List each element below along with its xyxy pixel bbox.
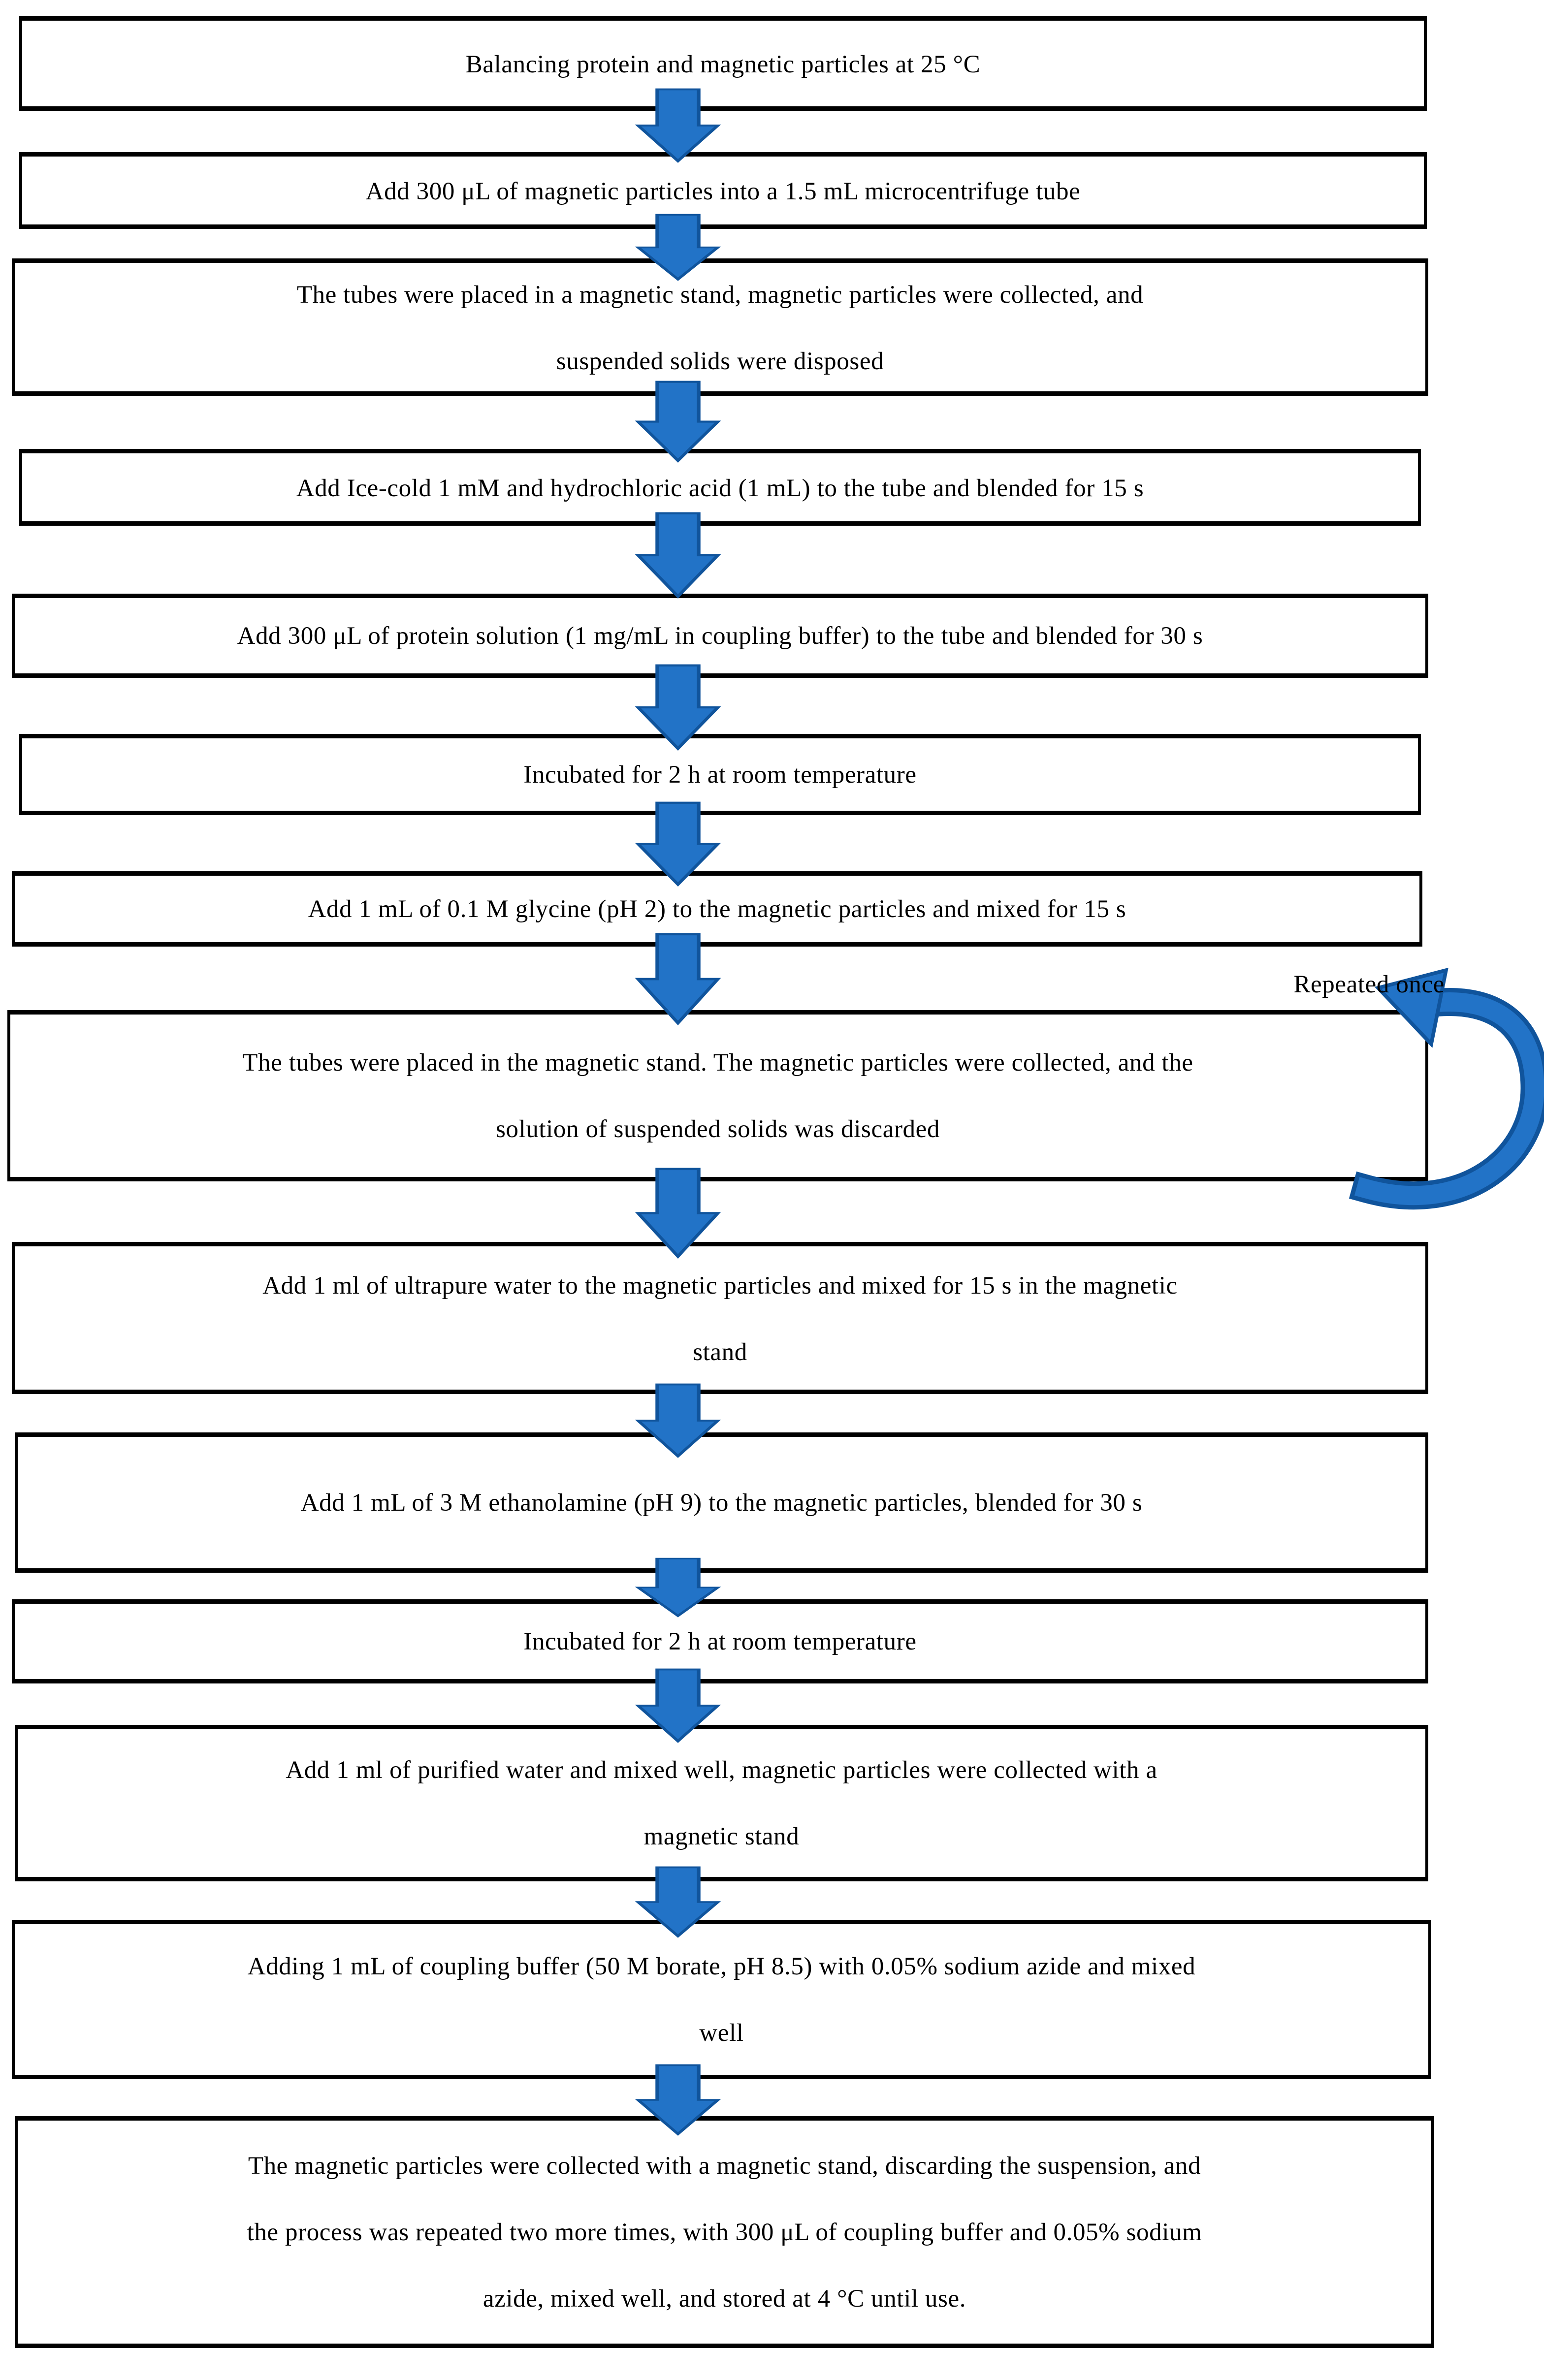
down-arrow-icon	[637, 214, 719, 281]
step-add-protein: Add 300 μL of protein solution (1 mg/mL …	[12, 594, 1428, 678]
step-collect-discard-label: The tubes were placed in the magnetic st…	[242, 1048, 1193, 1143]
step-add-glycine: Add 1 mL of 0.1 M glycine (pH 2) to the …	[12, 871, 1422, 947]
repeat-loop-arrow-icon	[1349, 967, 1544, 1210]
step-add-purified-water-label: Add 1 ml of purified water and mixed wel…	[286, 1756, 1158, 1850]
step-add-ethanolamine-label: Add 1 mL of 3 M ethanolamine (pH 9) to t…	[300, 1489, 1143, 1517]
step-collect-dispose-label: The tubes were placed in a magnetic stan…	[296, 280, 1144, 375]
down-arrow-icon	[637, 1168, 719, 1258]
step-add-particles-label: Add 300 μL of magnetic particles into a …	[365, 176, 1081, 205]
down-arrow-icon	[637, 1384, 719, 1458]
down-arrow-icon	[637, 1558, 719, 1617]
step-incubate-2-label: Incubated for 2 h at room temperature	[523, 1627, 917, 1655]
step-final-storage: The magnetic particles were collected wi…	[15, 2116, 1434, 2348]
down-arrow-icon	[637, 665, 719, 750]
step-incubate-1-label: Incubated for 2 h at room temperature	[523, 761, 917, 789]
down-arrow-icon	[637, 2064, 719, 2135]
step-add-ultrapure-water-label: Add 1 ml of ultrapure water to the magne…	[262, 1270, 1178, 1365]
step-balancing: Balancing protein and magnetic particles…	[19, 16, 1427, 111]
step-add-purified-water: Add 1 ml of purified water and mixed wel…	[15, 1725, 1428, 1881]
step-add-ethanolamine: Add 1 mL of 3 M ethanolamine (pH 9) to t…	[15, 1432, 1428, 1573]
down-arrow-icon	[637, 512, 719, 598]
down-arrow-icon	[637, 381, 719, 462]
step-collect-dispose: The tubes were placed in a magnetic stan…	[12, 258, 1428, 396]
step-incubate-1: Incubated for 2 h at room temperature	[19, 734, 1421, 815]
step-add-glycine-label: Add 1 mL of 0.1 M glycine (pH 2) to the …	[308, 895, 1126, 923]
step-add-hcl: Add Ice-cold 1 mM and hydrochloric acid …	[19, 449, 1421, 526]
step-add-protein-label: Add 300 μL of protein solution (1 mg/mL …	[237, 622, 1203, 650]
repeat-once-label: Repeated once	[1293, 970, 1445, 998]
step-incubate-2: Incubated for 2 h at room temperature	[12, 1599, 1428, 1683]
step-add-coupling-buffer-label: Adding 1 mL of coupling buffer (50 M bor…	[247, 1952, 1196, 2047]
down-arrow-icon	[637, 933, 719, 1025]
step-collect-discard: The tubes were placed in the magnetic st…	[7, 1010, 1428, 1181]
down-arrow-icon	[637, 89, 719, 162]
step-add-coupling-buffer: Adding 1 mL of coupling buffer (50 M bor…	[12, 1920, 1431, 2079]
step-final-storage-label: The magnetic particles were collected wi…	[247, 2152, 1202, 2313]
step-add-particles: Add 300 μL of magnetic particles into a …	[19, 152, 1427, 229]
step-add-hcl-label: Add Ice-cold 1 mM and hydrochloric acid …	[296, 473, 1144, 502]
step-balancing-label: Balancing protein and magnetic particles…	[465, 49, 981, 78]
down-arrow-icon	[637, 1867, 719, 1937]
step-add-ultrapure-water: Add 1 ml of ultrapure water to the magne…	[12, 1242, 1428, 1394]
down-arrow-icon	[637, 1669, 719, 1743]
down-arrow-icon	[637, 802, 719, 886]
